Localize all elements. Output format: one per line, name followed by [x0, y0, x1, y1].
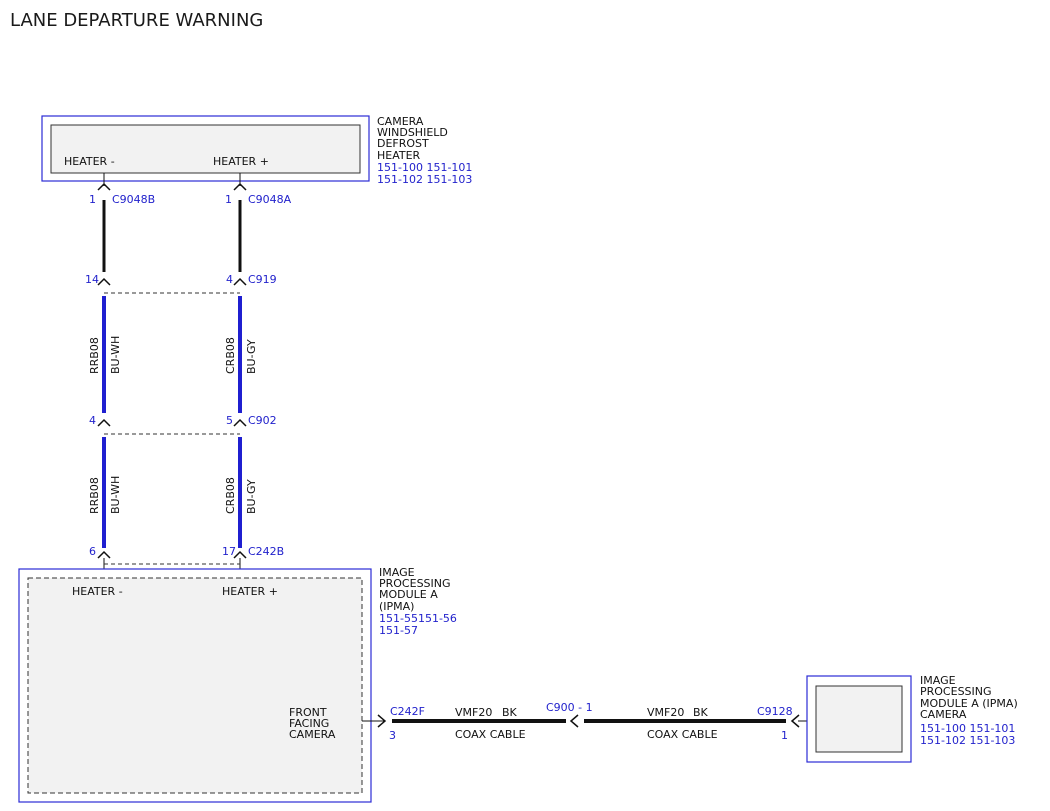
- wire-circuit-right-lower: CRB08: [224, 477, 237, 514]
- connector-chevron-icon: [790, 714, 800, 728]
- front-camera-label-2: FACING: [289, 717, 329, 730]
- c902-name[interactable]: C902: [248, 414, 277, 427]
- defrost-heater-ref-2[interactable]: 151-102 151-103: [377, 173, 472, 186]
- wire-circuit-right-upper: CRB08: [224, 337, 237, 374]
- ipma-camera-ref-2[interactable]: 151-102 151-103: [920, 734, 1015, 747]
- connector-chevron-icon: [97, 277, 111, 286]
- c900-label[interactable]: C900 - 1: [546, 701, 593, 714]
- ipma-camera-name-3: MODULE A (IPMA): [920, 697, 1018, 710]
- ipma-camera-name-1: IMAGE: [920, 674, 956, 687]
- coax-right-circuit: VMF20: [647, 706, 684, 719]
- connector-chevron-icon: [233, 550, 247, 559]
- ipma-name-1: IMAGE: [379, 566, 415, 579]
- c9048b-name[interactable]: C9048B: [112, 193, 155, 206]
- right-harness: [233, 173, 247, 578]
- ipma-heater-plus-label: HEATER +: [222, 585, 278, 598]
- c9128-name[interactable]: C9128: [757, 705, 793, 718]
- ipma-camera-name-4: CAMERA: [920, 708, 967, 721]
- c9048a-name[interactable]: C9048A: [248, 193, 292, 206]
- connector-chevron-icon: [97, 418, 111, 427]
- c919-right-pin: 4: [226, 273, 233, 286]
- page-title: LANE DEPARTURE WARNING: [10, 10, 263, 31]
- connector-chevron-icon: [97, 550, 111, 559]
- c242b-right-pin: 17: [222, 545, 236, 558]
- coax-right-color: BK: [693, 706, 709, 719]
- defrost-heater-name-3: DEFROST: [377, 137, 429, 150]
- c242f-name[interactable]: C242F: [390, 705, 425, 718]
- connector-chevron-icon: [233, 277, 247, 286]
- c902-left-pin: 4: [89, 414, 96, 427]
- ipma-name-2: PROCESSING: [379, 577, 451, 590]
- coax-left-color: BK: [502, 706, 518, 719]
- c919-left-pin: 14: [85, 273, 99, 286]
- ipma-camera-ref-1[interactable]: 151-100 151-101: [920, 722, 1015, 735]
- left-harness: [97, 173, 111, 578]
- defrost-heater-name-2: WINDSHIELD: [377, 126, 448, 139]
- coax-harness: [362, 714, 816, 728]
- c242b-name[interactable]: C242B: [248, 545, 284, 558]
- ipma-camera-name-2: PROCESSING: [920, 685, 992, 698]
- ipma-name-4: (IPMA): [379, 600, 414, 613]
- defrost-heater-name-4: HEATER: [377, 149, 421, 162]
- heater-minus-pin-label: HEATER -: [64, 155, 115, 168]
- ipma-component[interactable]: HEATER - HEATER + FRONT FACING CAMERA: [18, 568, 372, 803]
- coax-left-circuit: VMF20: [455, 706, 492, 719]
- connector-chevron-icon: [233, 418, 247, 427]
- wire-color-right-lower: BU-GY: [245, 479, 258, 514]
- wire-color-left-lower: BU-WH: [109, 476, 122, 514]
- ipma-heater-minus-label: HEATER -: [72, 585, 123, 598]
- front-camera-label-3: CAMERA: [289, 728, 336, 741]
- wire-color-left-upper: BU-WH: [109, 336, 122, 374]
- wire-circuit-left-upper: RRB08: [88, 337, 101, 374]
- c9048a-pin: 1: [225, 193, 232, 206]
- wire-color-right-upper: BU-GY: [245, 339, 258, 374]
- defrost-heater-name-1: CAMERA: [377, 115, 424, 128]
- defrost-heater-component[interactable]: HEATER - HEATER +: [41, 115, 370, 182]
- coax-right-type: COAX CABLE: [647, 728, 718, 741]
- connector-chevron-icon: [377, 714, 387, 728]
- c9048b-pin: 1: [89, 193, 96, 206]
- heater-plus-pin-label: HEATER +: [213, 155, 269, 168]
- ipma-camera-component[interactable]: [806, 675, 912, 763]
- connector-chevron-icon: [233, 182, 247, 191]
- c902-right-pin: 5: [226, 414, 233, 427]
- defrost-heater-ref-1[interactable]: 151-100 151-101: [377, 161, 472, 174]
- ipma-ref-1[interactable]: 151-55151-56: [379, 612, 457, 625]
- c919-name[interactable]: C919: [248, 273, 277, 286]
- c242f-pin: 3: [389, 729, 396, 742]
- ipma-ref-2[interactable]: 151-57: [379, 624, 418, 637]
- c242b-left-pin: 6: [89, 545, 96, 558]
- connector-chevron-icon: [569, 714, 579, 728]
- c9128-pin: 1: [781, 729, 788, 742]
- connector-chevron-icon: [97, 182, 111, 191]
- coax-left-type: COAX CABLE: [455, 728, 526, 741]
- ipma-name-3: MODULE A: [379, 588, 438, 601]
- wire-circuit-left-lower: RRB08: [88, 477, 101, 514]
- front-camera-label-1: FRONT: [289, 706, 327, 719]
